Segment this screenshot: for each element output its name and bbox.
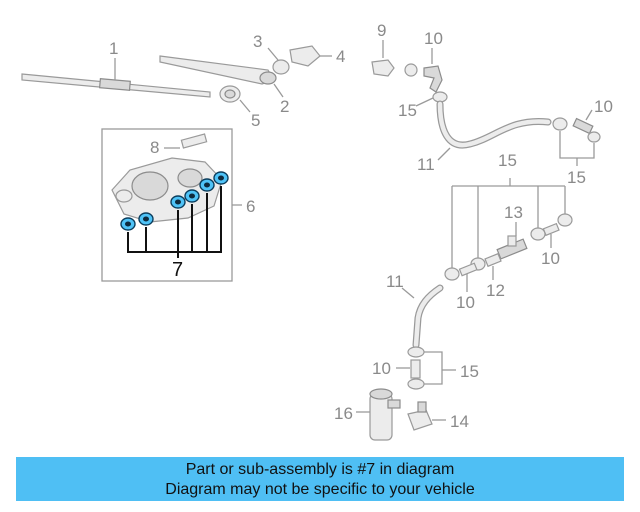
grommet-7a: [120, 217, 136, 231]
grommet-7c: [170, 195, 186, 209]
part-15-clip-top: 15: [398, 91, 448, 120]
callout-2: 2: [280, 97, 289, 116]
callout-12: 12: [486, 281, 505, 300]
part-15-clip-lower: 15 10: [372, 346, 479, 390]
grommet-7e: [199, 178, 215, 192]
callout-10-e: 10: [372, 359, 391, 378]
callout-15-c: 15: [498, 151, 517, 170]
part-10-connector-right: 10 15: [552, 97, 613, 187]
part-1-wiper-blade: 1: [21, 39, 211, 98]
part-10-hose-mid: 10 10: [456, 222, 560, 312]
part-13-tee-connector: 13: [496, 203, 528, 260]
callout-5: 5: [251, 111, 260, 130]
callout-15-a: 15: [398, 101, 417, 120]
parts-diagram: 1 2 3 4 5 6 8: [21, 21, 613, 441]
part-11-hose-lower: 11: [386, 272, 444, 349]
info-banner: Part or sub-assembly is #7 in diagram Di…: [16, 457, 624, 501]
part-4-cap: 4: [289, 45, 345, 67]
part-6-wiper-motor: [111, 157, 223, 223]
callout-10-d: 10: [541, 249, 560, 268]
callout-7: 7: [172, 259, 183, 281]
callout-14: 14: [450, 412, 469, 431]
part-12-hose-piece: 12: [484, 252, 505, 300]
motor-assembly-box: 6: [101, 128, 255, 282]
callout-10-b: 10: [594, 97, 613, 116]
part-7-grommets: 7: [120, 171, 229, 281]
callout-3: 3: [253, 32, 262, 51]
callout-10-a: 10: [424, 29, 443, 48]
callout-10-c: 10: [456, 293, 475, 312]
callout-6: 6: [246, 197, 255, 216]
grommet-7f: [213, 171, 229, 185]
part-15-clip-middle: 15: [444, 151, 573, 281]
part-2-wiper-arm: 2: [159, 55, 289, 116]
callout-4: 4: [336, 47, 345, 66]
grommet-7d: [184, 189, 200, 203]
part-10-elbow-top: 10: [404, 29, 443, 93]
callout-16: 16: [334, 404, 353, 423]
part-16-washer-pump: 16: [334, 388, 401, 441]
callout-8: 8: [150, 138, 159, 157]
callout-11-a: 11: [417, 155, 435, 174]
part-8-bolt: 8: [150, 133, 208, 157]
part-14-connector: 14: [407, 401, 469, 431]
part-9-nozzle: 9: [371, 21, 395, 77]
callout-11-b: 11: [386, 272, 404, 291]
part-3-nut: 3: [253, 32, 290, 75]
callout-9: 9: [377, 21, 386, 40]
callout-15-b: 15: [567, 168, 586, 187]
callout-15-d: 15: [460, 362, 479, 381]
callout-1: 1: [109, 39, 118, 58]
banner-line-2: Diagram may not be specific to your vehi…: [165, 481, 475, 498]
banner-line-1: Part or sub-assembly is #7 in diagram: [185, 461, 455, 478]
grommet-7b: [138, 212, 154, 226]
part-5-grommet: 5: [219, 85, 260, 130]
callout-13: 13: [504, 203, 523, 222]
part-11-hose-top: 11: [417, 100, 552, 174]
